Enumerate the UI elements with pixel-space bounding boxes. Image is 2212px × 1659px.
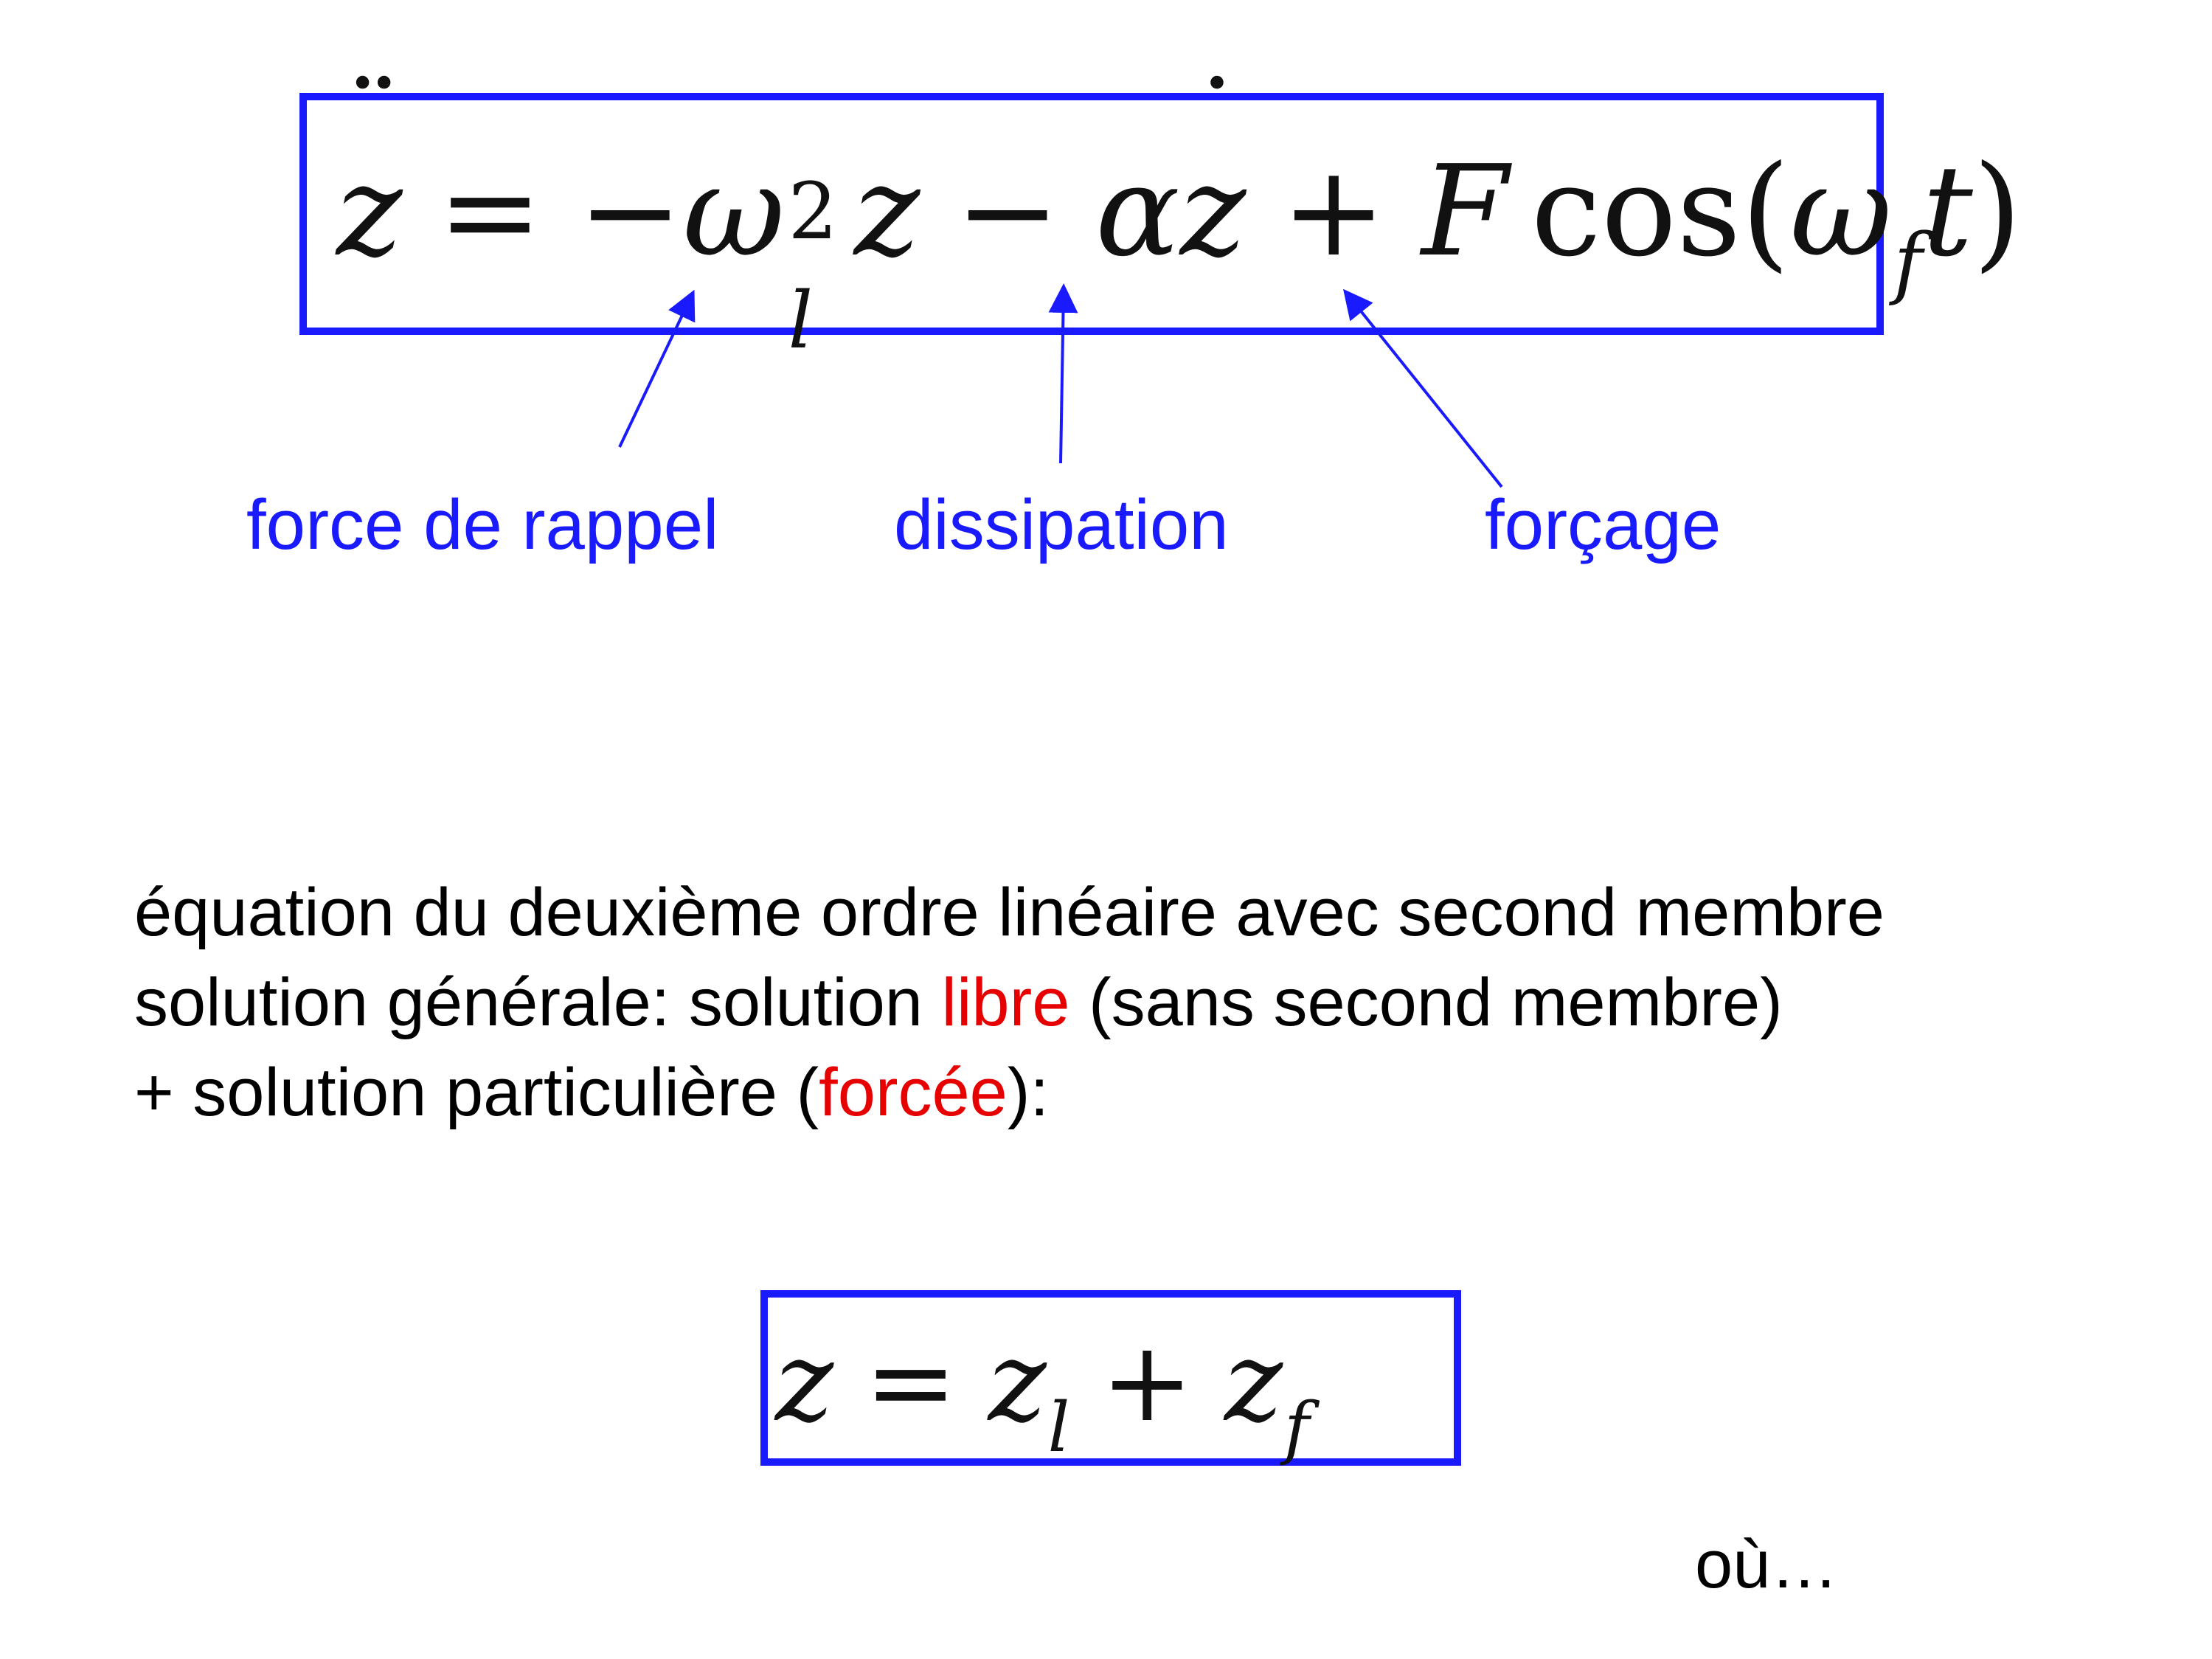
alpha: α [1095,139,1180,285]
minus-sign-2: − [954,139,1061,285]
plus-sign: + [1281,139,1387,285]
z-free: z [988,1318,1047,1447]
equals-sign: = [864,1318,957,1447]
z-forced: z [1224,1318,1283,1447]
continuation-text: où… [1695,1527,1839,1602]
z-double-dot: z¨ [336,58,403,285]
free-solution-highlight: libre [941,965,1070,1040]
omega-f-subscript: f [1893,217,1923,308]
cos-function: cos [1530,139,1741,285]
explanation-text: équation du deuxième ordre linéaire avec… [134,867,1885,1137]
left-paren: ( [1741,139,1790,285]
paragraph-line-3: + solution particulière (forcée): [134,1055,1050,1130]
label-restoring-force: force de rappel [246,485,719,564]
label-forcing: forçage [1485,485,1722,564]
z-free-subscript: l [1047,1387,1070,1467]
paragraph-line-2: solution générale: solution libre (sans … [134,965,1783,1040]
force-amplitude: F [1421,139,1509,285]
paragraph-line-1: équation du deuxième ordre linéaire avec… [134,875,1885,950]
solution-sum-equation: z=zl+zf [775,1327,1309,1461]
forced-solution-highlight: forcée [819,1055,1008,1130]
z-dot: z˙ [1179,58,1247,285]
omega-l: ω [682,139,786,285]
right-paren: ) [1972,139,2022,285]
equals-sign: = [437,139,543,285]
z-forced-subscript: f [1283,1387,1310,1467]
solution-sum-box: z=zl+zf [760,1290,1461,1466]
time-variable: t [1922,139,1973,285]
z-term: z [853,139,920,285]
plus-sign: + [1100,1318,1194,1447]
label-dissipation: dissipation [894,485,1229,564]
omega-f: ω [1789,139,1893,285]
z-total: z [775,1318,834,1447]
minus-sign: − [578,139,683,285]
